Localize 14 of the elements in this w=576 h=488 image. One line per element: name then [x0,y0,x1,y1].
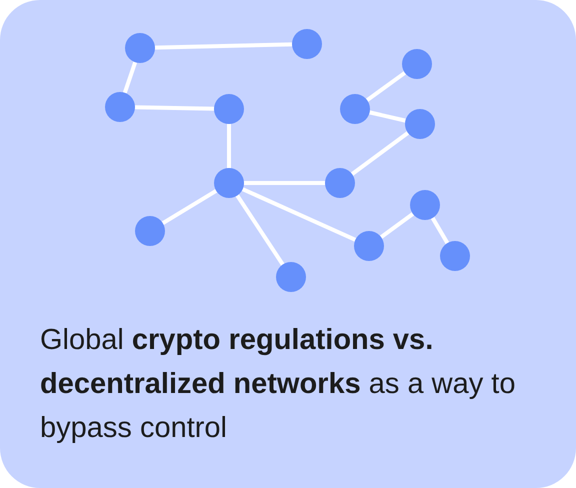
connector-line [242,187,356,242]
connector-line [430,216,450,244]
connector-line [369,110,406,123]
connector-line [350,131,410,176]
connector-line [122,62,138,94]
connector-line [134,105,214,111]
connector-line [154,42,292,50]
connector-line [162,189,218,225]
connector-line [236,194,284,266]
caption: Global crypto regulations vs. decentralized networks as a way to bypass control [40,323,516,446]
connector-line [227,124,231,168]
connector-line [380,212,414,239]
connector-line [244,181,325,185]
connector-line [366,71,406,102]
